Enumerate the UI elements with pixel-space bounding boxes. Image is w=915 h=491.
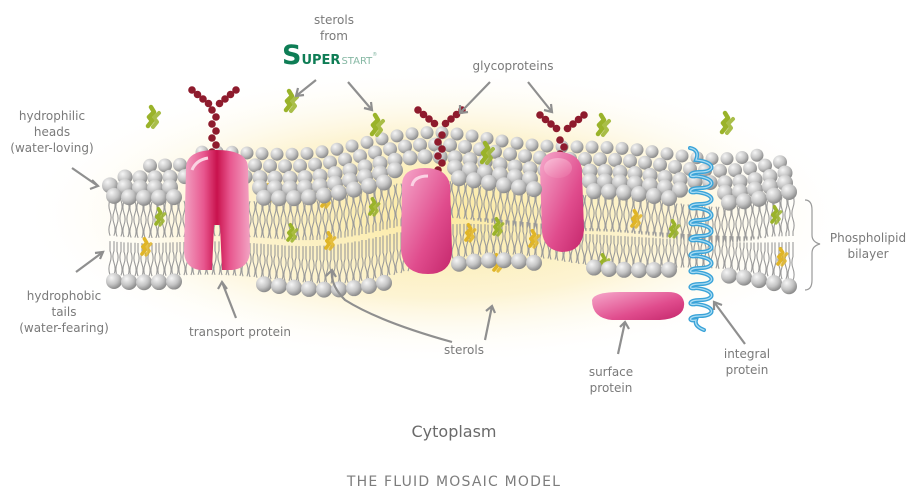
label-hydrophilic-heads: hydrophilic heads (water-loving) <box>10 109 93 155</box>
svg-text:hydrophilic: hydrophilic <box>19 109 85 123</box>
glycoprotein-left <box>401 168 452 274</box>
svg-text:heads: heads <box>34 125 70 139</box>
label-sterols-from-superstart: sterols from SUPERSTART® <box>282 13 377 71</box>
svg-text:from: from <box>320 29 348 43</box>
svg-text:hydrophobic: hydrophobic <box>27 289 101 303</box>
svg-text:integral: integral <box>724 347 770 361</box>
label-integral-protein: integral protein <box>724 347 770 377</box>
label-sterols: sterols <box>444 343 484 357</box>
diagram-title: THE FLUID MOSAIC MODEL <box>346 474 561 490</box>
superstart-logo: SUPERSTART® <box>282 40 377 71</box>
svg-text:protein: protein <box>726 363 769 377</box>
svg-text:surface: surface <box>589 365 633 379</box>
label-transport-protein: transport protein <box>189 325 291 339</box>
label-cytoplasm: Cytoplasm <box>411 422 496 441</box>
svg-text:(water-loving): (water-loving) <box>10 141 93 155</box>
svg-text:Phospholipid: Phospholipid <box>830 231 906 245</box>
label-glycoproteins: glycoproteins <box>473 59 554 73</box>
label-hydrophobic-tails: hydrophobic tails (water-fearing) <box>19 289 109 335</box>
svg-text:(water-fearing): (water-fearing) <box>19 321 109 335</box>
glycoprotein-right <box>540 152 584 252</box>
svg-text:tails: tails <box>52 305 77 319</box>
label-surface-protein: surface protein <box>589 365 633 395</box>
svg-text:SUPERSTART®: SUPERSTART® <box>282 40 377 71</box>
svg-text:protein: protein <box>590 381 633 395</box>
svg-text:bilayer: bilayer <box>847 247 888 261</box>
surface-protein <box>592 292 684 320</box>
svg-text:sterols: sterols <box>314 13 354 27</box>
